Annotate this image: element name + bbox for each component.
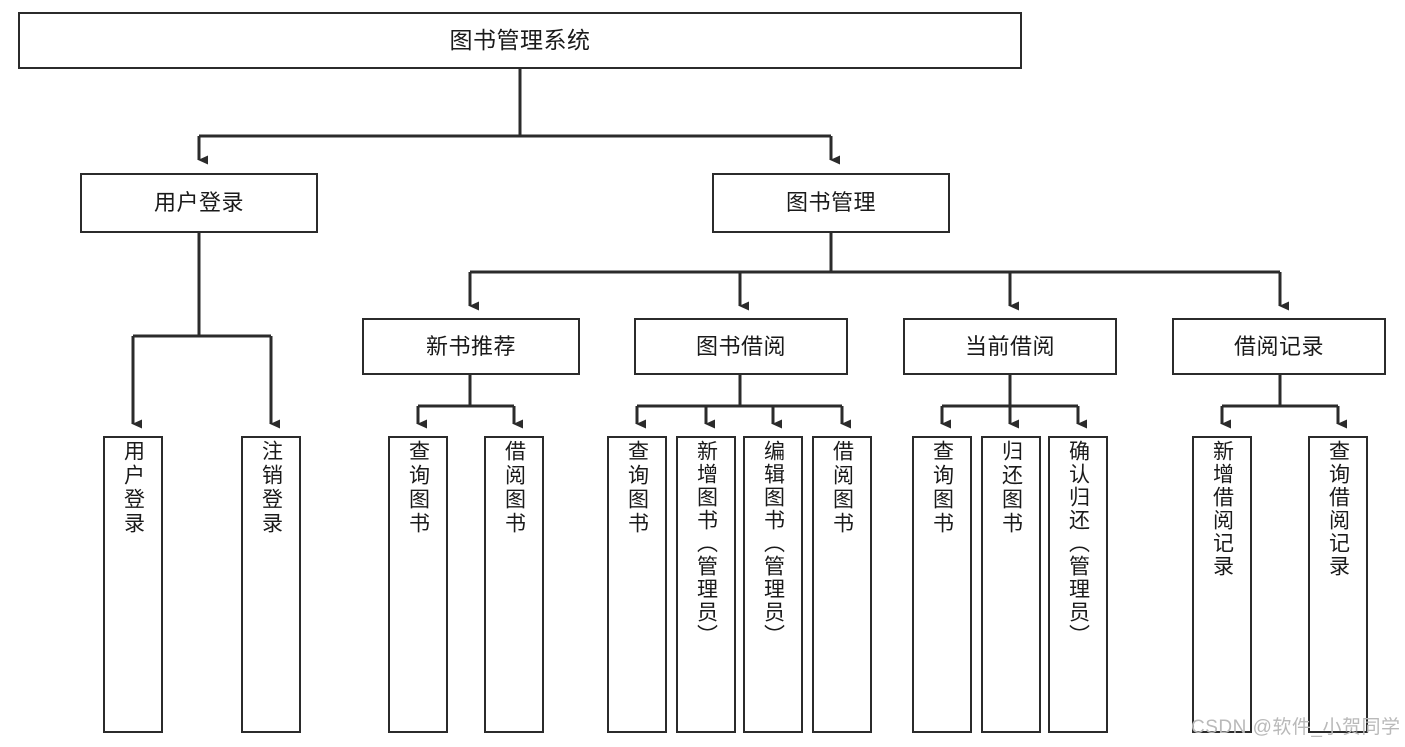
node-label: 查询借阅记录 (1326, 440, 1350, 578)
node-label: 确认归还（管理员） (1066, 440, 1090, 647)
csdn-watermark: CSDN @软件_小贺同学 (1191, 717, 1401, 738)
node-leaf-borrow-book-1[interactable]: 借阅图书 (484, 436, 544, 733)
node-leaf-user-login[interactable]: 用户登录 (103, 436, 163, 733)
node-leaf-query-book-3[interactable]: 查询图书 (912, 436, 972, 733)
node-label: 借阅图书 (830, 440, 854, 536)
node-book-management[interactable]: 图书管理 (712, 173, 950, 233)
node-leaf-logout-login[interactable]: 注销登录 (241, 436, 301, 733)
node-label: 新增借阅记录 (1210, 440, 1234, 578)
node-label: 查询图书 (625, 440, 649, 536)
node-label: 借阅图书 (502, 440, 526, 536)
node-label: 用户登录 (153, 190, 244, 216)
node-label: 图书管理 (785, 190, 876, 216)
node-label: 归还图书 (999, 440, 1023, 536)
node-root-book-management-system[interactable]: 图书管理系统 (18, 12, 1022, 69)
node-label: 新增图书（管理员） (694, 440, 718, 647)
node-borrow-record[interactable]: 借阅记录 (1172, 318, 1386, 375)
node-label: 查询图书 (406, 440, 430, 536)
node-user-login[interactable]: 用户登录 (80, 173, 318, 233)
node-label: 当前借阅 (964, 333, 1055, 359)
node-leaf-borrow-book-2[interactable]: 借阅图书 (812, 436, 872, 733)
node-leaf-query-book-1[interactable]: 查询图书 (388, 436, 448, 733)
node-leaf-edit-book[interactable]: 编辑图书（管理员） (743, 436, 803, 733)
node-label: 图书管理系统 (449, 27, 591, 54)
node-leaf-query-book-2[interactable]: 查询图书 (607, 436, 667, 733)
node-label: 图书借阅 (695, 333, 786, 359)
node-leaf-query-record[interactable]: 查询借阅记录 (1308, 436, 1368, 733)
node-current-borrow[interactable]: 当前借阅 (903, 318, 1117, 375)
node-label: 借阅记录 (1233, 333, 1324, 359)
node-label: 编辑图书（管理员） (761, 440, 785, 647)
node-label: 用户登录 (121, 440, 145, 536)
node-leaf-add-record[interactable]: 新增借阅记录 (1192, 436, 1252, 733)
node-leaf-return-book[interactable]: 归还图书 (981, 436, 1041, 733)
node-leaf-add-book[interactable]: 新增图书（管理员） (676, 436, 736, 733)
node-new-book-recommend[interactable]: 新书推荐 (362, 318, 580, 375)
node-label: 查询图书 (930, 440, 954, 536)
node-label: 注销登录 (259, 440, 283, 536)
node-leaf-confirm-return[interactable]: 确认归还（管理员） (1048, 436, 1108, 733)
node-book-borrow[interactable]: 图书借阅 (634, 318, 848, 375)
node-label: 新书推荐 (425, 333, 516, 359)
